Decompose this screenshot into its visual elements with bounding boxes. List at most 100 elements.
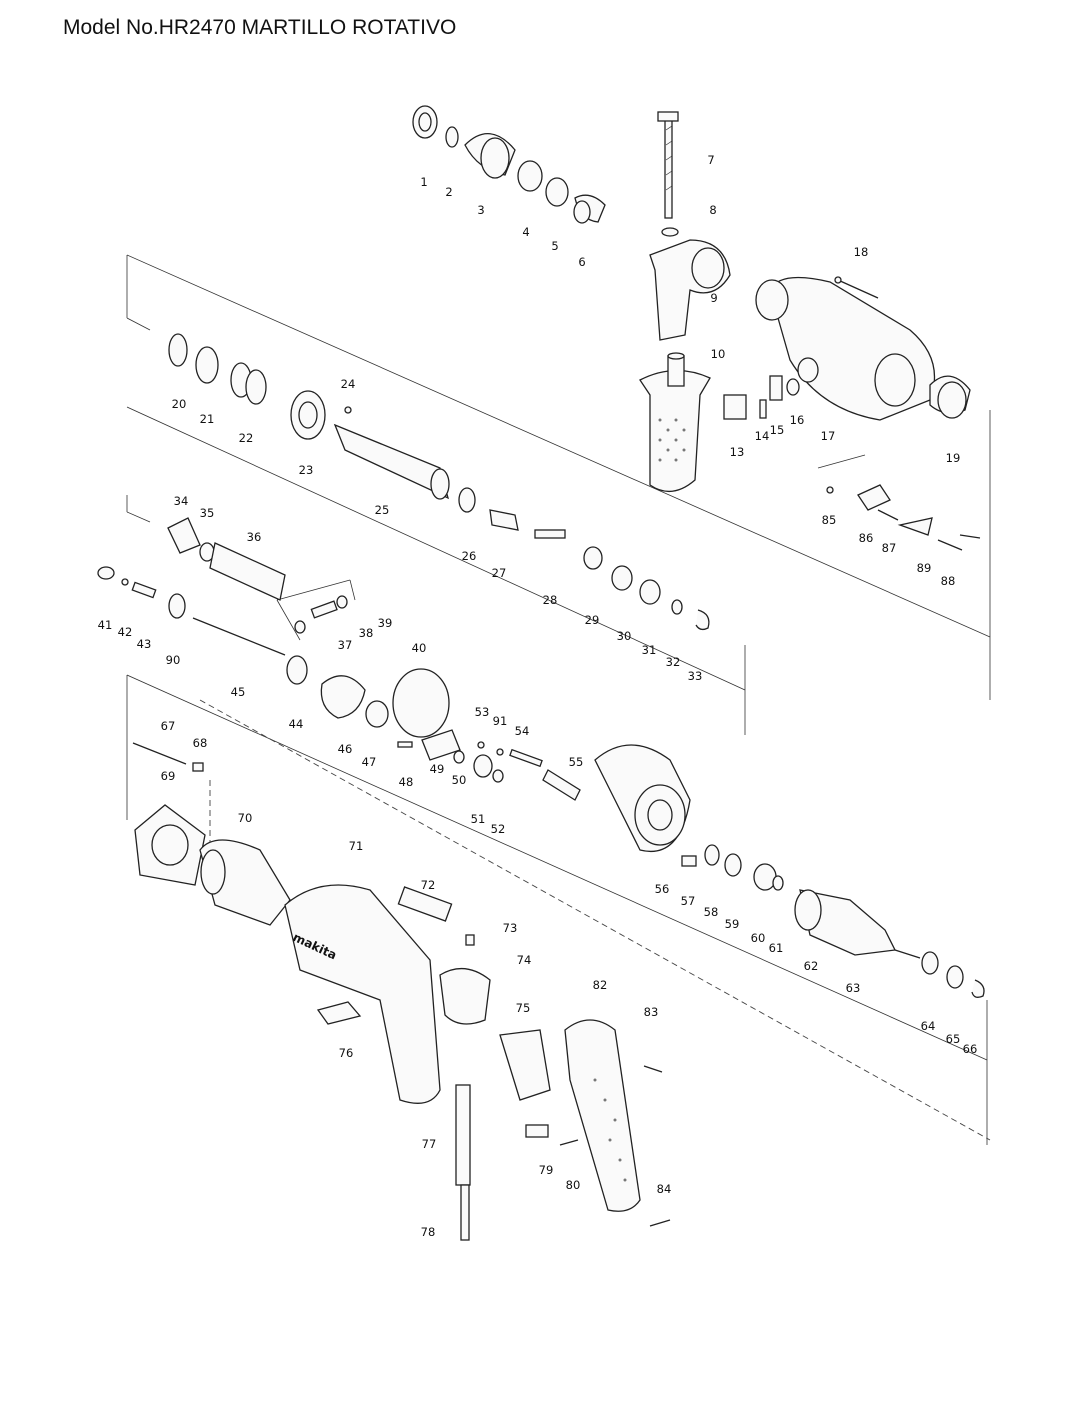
part-number-79: 79 bbox=[539, 1163, 554, 1177]
part-number-63: 63 bbox=[846, 981, 861, 995]
part-number-62: 62 bbox=[804, 959, 819, 973]
diagram-title: Model No.HR2470 MARTILLO ROTATIVO bbox=[63, 16, 457, 39]
part-number-5: 5 bbox=[551, 239, 558, 253]
part-number-40: 40 bbox=[412, 641, 427, 655]
chuck-parts bbox=[412, 105, 606, 224]
part-number-38: 38 bbox=[359, 626, 374, 640]
part-number-15: 15 bbox=[770, 423, 785, 437]
part-number-87: 87 bbox=[882, 541, 897, 555]
part-number-34: 34 bbox=[174, 494, 189, 508]
part-number-72: 72 bbox=[421, 878, 436, 892]
part-number-65: 65 bbox=[946, 1032, 961, 1046]
barrel-housing bbox=[723, 276, 971, 421]
part-number-71: 71 bbox=[349, 839, 364, 853]
grip-texture bbox=[593, 1078, 627, 1182]
part-number-84: 84 bbox=[657, 1182, 672, 1196]
part-number-41: 41 bbox=[98, 618, 113, 632]
part-number-56: 56 bbox=[655, 882, 670, 896]
part-number-67: 67 bbox=[161, 719, 176, 733]
part-number-55: 55 bbox=[569, 755, 584, 769]
part-number-60: 60 bbox=[751, 931, 766, 945]
part-number-37: 37 bbox=[338, 638, 353, 652]
part-number-13: 13 bbox=[730, 445, 745, 459]
part-number-6: 6 bbox=[578, 255, 585, 269]
part-number-76: 76 bbox=[339, 1046, 354, 1060]
part-number-53: 53 bbox=[475, 705, 490, 719]
part-number-51: 51 bbox=[471, 812, 486, 826]
part-number-78: 78 bbox=[421, 1225, 436, 1239]
part-number-7: 7 bbox=[707, 153, 714, 167]
part-number-57: 57 bbox=[681, 894, 696, 908]
part-number-20: 20 bbox=[172, 397, 187, 411]
part-number-82: 82 bbox=[593, 978, 608, 992]
part-number-35: 35 bbox=[200, 506, 215, 520]
gear-housing-parts bbox=[397, 729, 691, 852]
part-number-26: 26 bbox=[462, 549, 477, 563]
handle-grip-texture bbox=[658, 418, 686, 462]
part-number-31: 31 bbox=[642, 643, 657, 657]
part-number-61: 61 bbox=[769, 941, 784, 955]
part-number-28: 28 bbox=[543, 593, 558, 607]
part-number-75: 75 bbox=[516, 1001, 531, 1015]
part-number-21: 21 bbox=[200, 412, 215, 426]
part-number-18: 18 bbox=[854, 245, 869, 259]
part-number-90: 90 bbox=[166, 653, 181, 667]
part-number-29: 29 bbox=[585, 613, 600, 627]
part-number-89: 89 bbox=[917, 561, 932, 575]
part-number-44: 44 bbox=[289, 717, 304, 731]
part-number-47: 47 bbox=[362, 755, 377, 769]
part-number-9: 9 bbox=[710, 291, 717, 305]
side-handle-parts bbox=[639, 111, 731, 492]
part-number-86: 86 bbox=[859, 531, 874, 545]
part-number-10: 10 bbox=[711, 347, 726, 361]
part-number-50: 50 bbox=[452, 773, 467, 787]
part-number-42: 42 bbox=[118, 625, 133, 639]
part-number-24: 24 bbox=[341, 377, 356, 391]
part-number-16: 16 bbox=[790, 413, 805, 427]
part-number-2: 2 bbox=[445, 185, 452, 199]
part-number-68: 68 bbox=[193, 736, 208, 750]
armature-parts bbox=[681, 844, 985, 998]
part-number-1: 1 bbox=[420, 175, 427, 189]
part-number-70: 70 bbox=[238, 811, 253, 825]
part-number-83: 83 bbox=[644, 1005, 659, 1019]
part-number-25: 25 bbox=[375, 503, 390, 517]
part-number-54: 54 bbox=[515, 724, 530, 738]
part-number-23: 23 bbox=[299, 463, 314, 477]
part-number-52: 52 bbox=[491, 822, 506, 836]
group-boundaries bbox=[126, 254, 991, 1145]
part-number-32: 32 bbox=[666, 655, 681, 669]
part-number-74: 74 bbox=[517, 953, 532, 967]
part-number-17: 17 bbox=[821, 429, 836, 443]
part-number-59: 59 bbox=[725, 917, 740, 931]
part-number-58: 58 bbox=[704, 905, 719, 919]
spindle-parts bbox=[168, 333, 710, 631]
part-number-14: 14 bbox=[755, 429, 770, 443]
part-number-43: 43 bbox=[137, 637, 152, 651]
part-number-33: 33 bbox=[688, 669, 703, 683]
part-number-69: 69 bbox=[161, 769, 176, 783]
part-number-80: 80 bbox=[566, 1178, 581, 1192]
part-number-39: 39 bbox=[378, 616, 393, 630]
part-number-45: 45 bbox=[231, 685, 246, 699]
part-number-73: 73 bbox=[503, 921, 518, 935]
part-number-8: 8 bbox=[709, 203, 716, 217]
part-number-22: 22 bbox=[239, 431, 254, 445]
part-number-3: 3 bbox=[477, 203, 484, 217]
part-number-77: 77 bbox=[422, 1137, 437, 1151]
part-number-30: 30 bbox=[617, 629, 632, 643]
part-number-19: 19 bbox=[946, 451, 961, 465]
motor-housing-parts: makita bbox=[132, 484, 981, 1241]
part-number-27: 27 bbox=[492, 566, 507, 580]
part-number-66: 66 bbox=[963, 1042, 978, 1056]
part-number-91: 91 bbox=[493, 714, 508, 728]
part-number-64: 64 bbox=[921, 1019, 936, 1033]
part-number-85: 85 bbox=[822, 513, 837, 527]
part-number-49: 49 bbox=[430, 762, 445, 776]
part-number-88: 88 bbox=[941, 574, 956, 588]
part-number-4: 4 bbox=[522, 225, 529, 239]
part-number-46: 46 bbox=[338, 742, 353, 756]
